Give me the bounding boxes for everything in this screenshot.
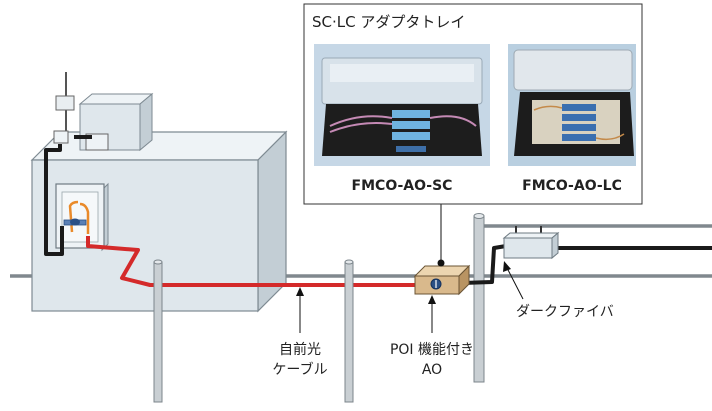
closure-arrowhead bbox=[428, 295, 436, 304]
splice-box-top bbox=[502, 232, 560, 239]
pole-3 bbox=[473, 215, 485, 383]
label-poi-ao-line1: POI 機能付き bbox=[390, 342, 474, 358]
callout-arrows bbox=[296, 261, 524, 333]
pole-3-top bbox=[473, 213, 485, 219]
dark-fiber-drop bbox=[461, 244, 507, 285]
rooftop-terminal-1 bbox=[53, 130, 69, 144]
inset-leader-dot bbox=[437, 259, 445, 267]
pole-1-top bbox=[153, 259, 163, 265]
aerial-splice-box bbox=[502, 226, 560, 260]
rooftop-box-side bbox=[139, 92, 153, 152]
label-own-cable-line2: ケーブル bbox=[272, 361, 327, 378]
own-optical-cable bbox=[86, 236, 418, 287]
adapter-connector bbox=[70, 218, 80, 226]
dark-fiber-lines bbox=[461, 244, 712, 285]
poi-ao-closure bbox=[413, 264, 471, 296]
building-dark-fiber bbox=[44, 135, 92, 256]
label-dark-fiber: ダークファイバ bbox=[516, 304, 614, 320]
cabinet-inner bbox=[61, 191, 99, 243]
photo-sc-adapter-tray bbox=[314, 44, 490, 166]
antenna-panel bbox=[55, 95, 75, 111]
patch-fiber-left bbox=[68, 200, 79, 233]
splice-box-side bbox=[551, 231, 559, 260]
photo-sc-caption: FMCO-AO-SC bbox=[352, 178, 453, 194]
cabinet-patch-fibers bbox=[63, 200, 90, 234]
dark-fiber-arrowhead bbox=[503, 261, 511, 272]
pole-2-top bbox=[344, 259, 354, 265]
inset-title: SC·LC アダプタトレイ bbox=[312, 13, 465, 31]
label-poi-ao-line2: AO bbox=[422, 362, 442, 378]
dark-fiber-arrow bbox=[505, 265, 524, 300]
building-top-face bbox=[30, 131, 288, 161]
patch-fiber-right bbox=[79, 202, 90, 234]
pole-1 bbox=[153, 261, 163, 403]
pole-2 bbox=[344, 261, 354, 403]
photo-lc-caption: FMCO-AO-LC bbox=[522, 178, 622, 194]
cable-arrowhead bbox=[296, 287, 304, 296]
utility-poles bbox=[153, 213, 485, 403]
label-own-cable-line1: 自前光 bbox=[279, 341, 321, 358]
photo-lc-adapter-tray bbox=[508, 44, 636, 166]
adapter-tray-inset: SC·LC アダプタトレイ FMCO-AO-SC bbox=[303, 3, 643, 267]
splice-box bbox=[503, 237, 553, 259]
